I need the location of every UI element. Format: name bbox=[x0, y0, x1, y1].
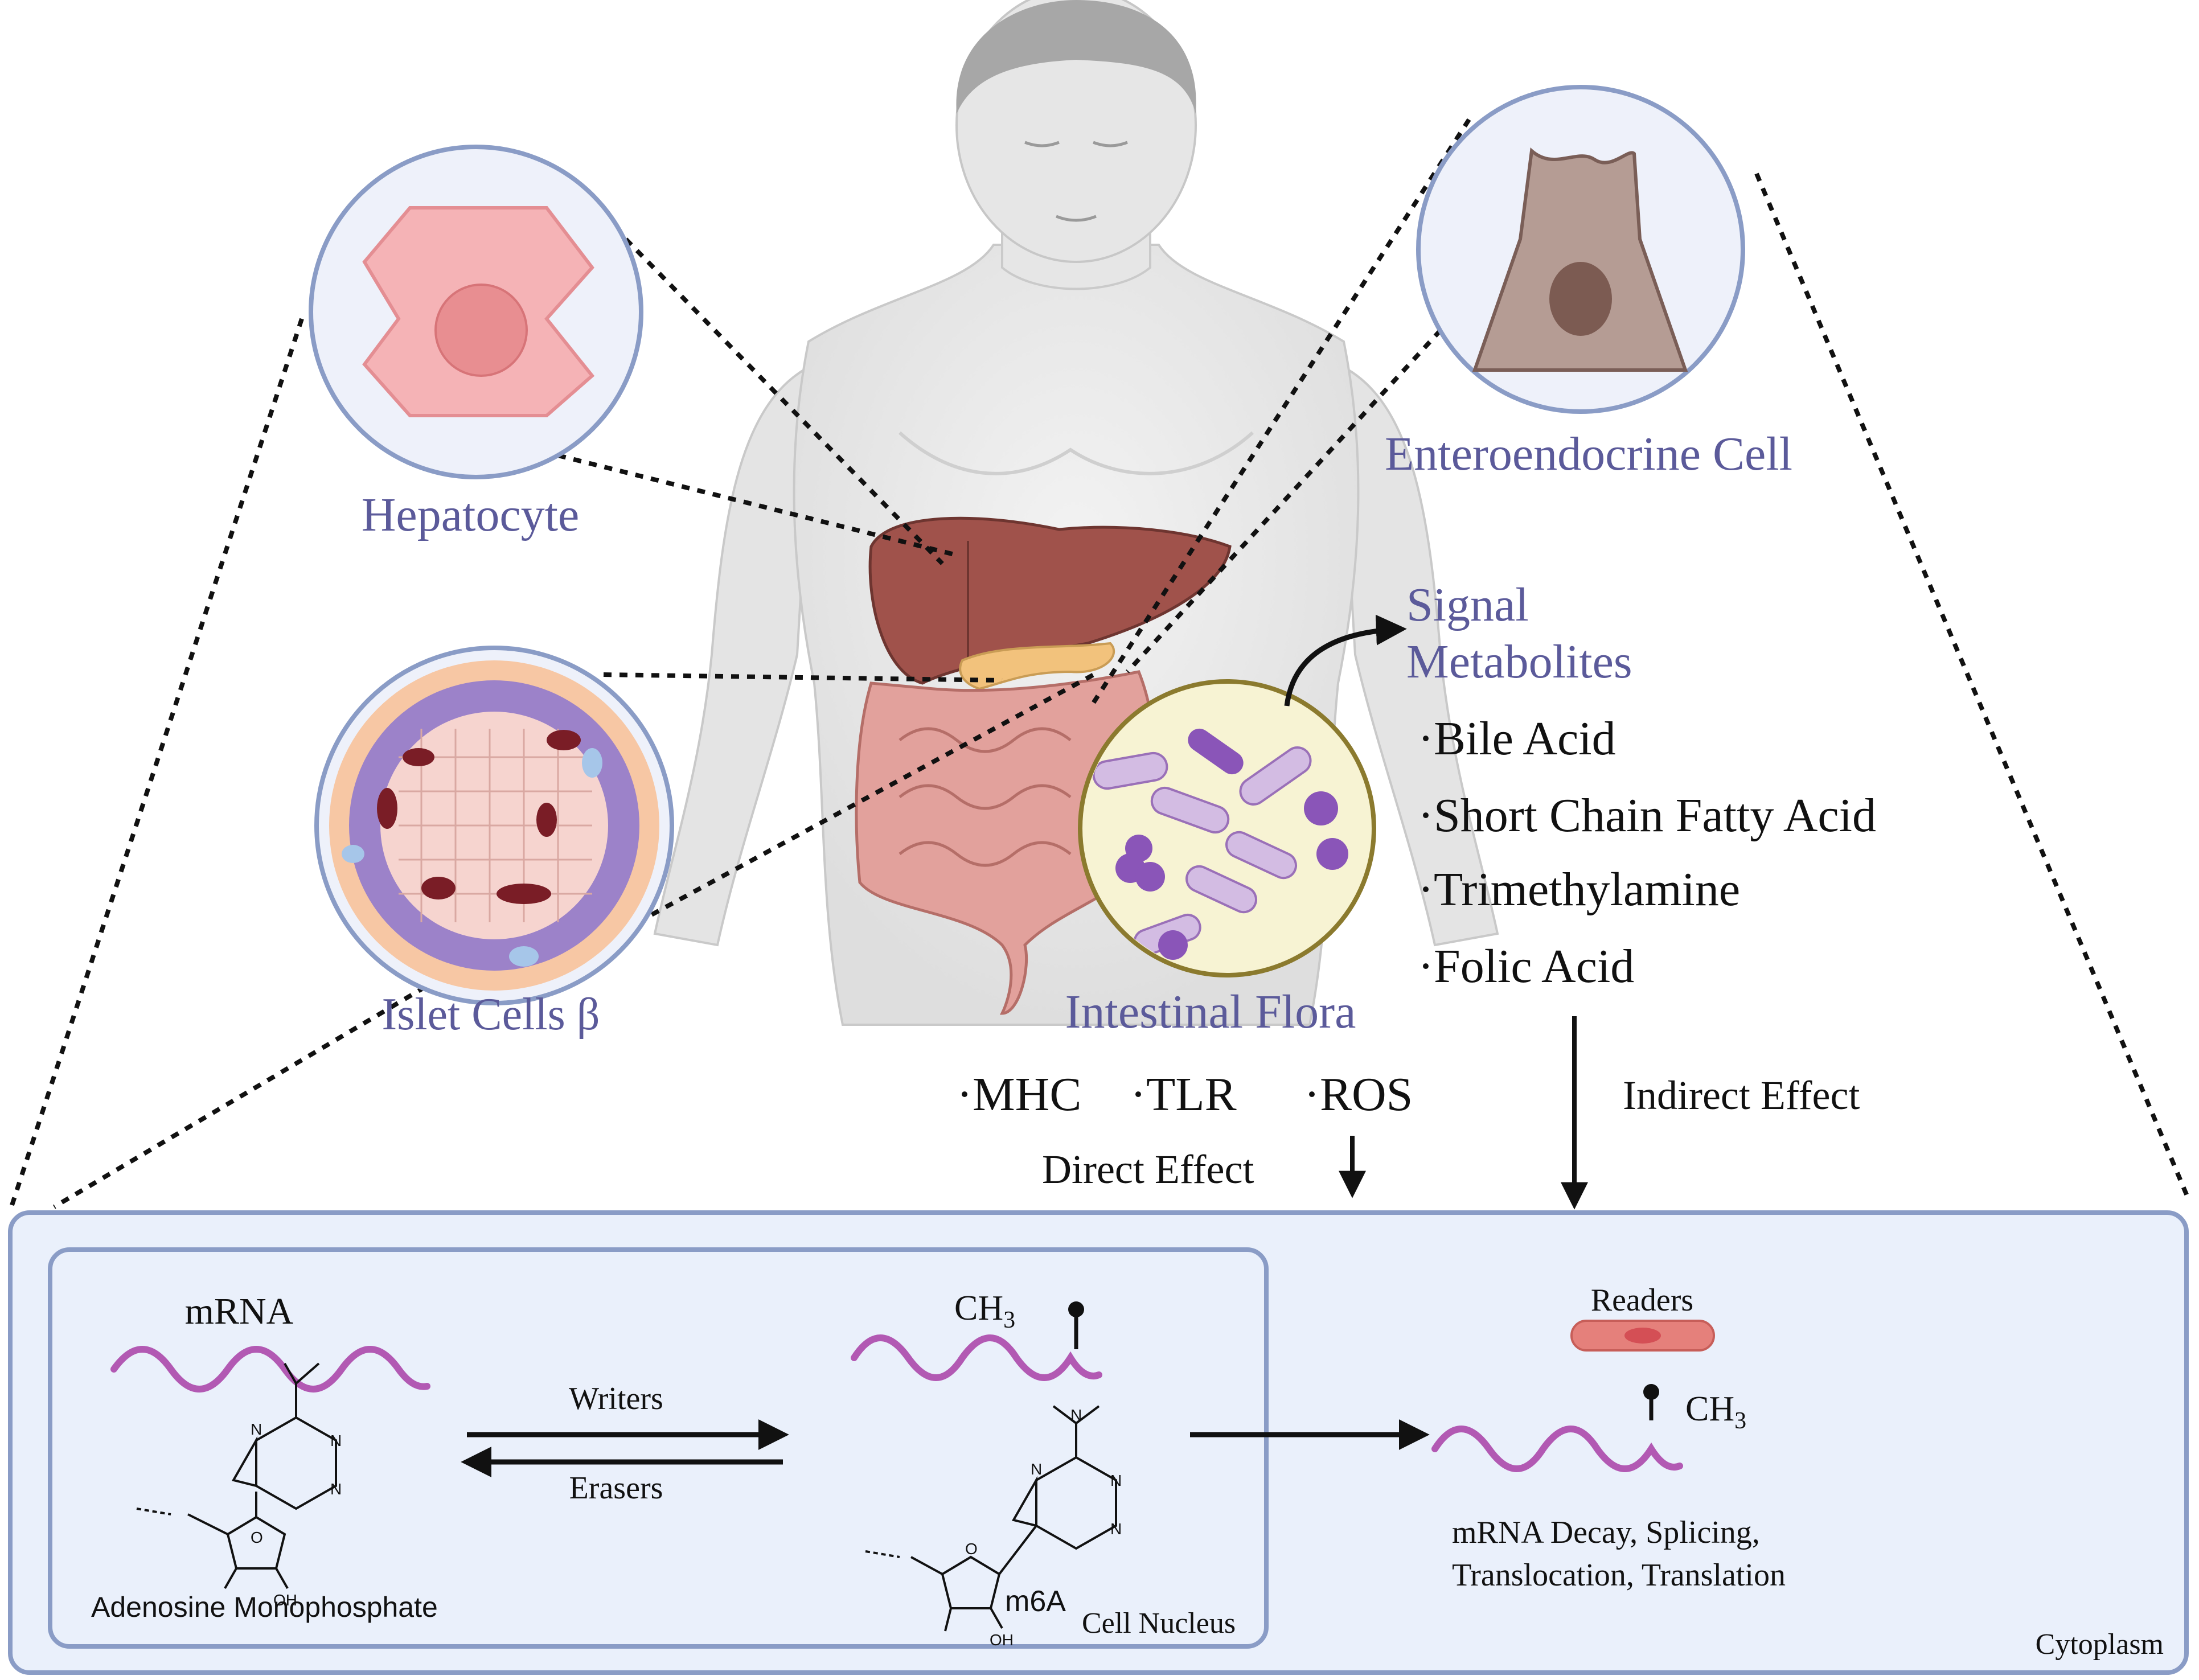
connector-lines bbox=[9, 118, 2192, 1209]
m6a-atom-n: N bbox=[1110, 1472, 1122, 1489]
amp-atom-n: N bbox=[330, 1480, 342, 1498]
hepatocyte-label: Hepatocyte bbox=[362, 488, 579, 541]
erasers-label: Erasers bbox=[569, 1470, 663, 1506]
amp-label: Adenosine Monophosphate bbox=[91, 1591, 438, 1623]
direct-effect-label: Direct Effect bbox=[1042, 1147, 1254, 1192]
writers-label: Writers bbox=[569, 1381, 663, 1416]
cytoplasm-mrna-strand bbox=[1431, 1426, 1683, 1472]
amp-atom-oh: OH bbox=[273, 1591, 297, 1609]
m6a-atom-n: N bbox=[1110, 1520, 1122, 1538]
reader-nucleus bbox=[1624, 1328, 1661, 1344]
cytoplasm-methyl-marker bbox=[1643, 1384, 1659, 1400]
m6a-atom-oh: OH bbox=[990, 1631, 1014, 1649]
cell-nucleus-label: Cell Nucleus bbox=[1082, 1607, 1236, 1640]
m6a-atom-n: N bbox=[1031, 1460, 1042, 1478]
ch3-label-nucleus: CH3 bbox=[954, 1289, 1015, 1333]
direct-factor-list: ·MHC ·TLR ·ROS bbox=[957, 1068, 1413, 1121]
signal-metabolites-title-line1: Signal bbox=[1406, 578, 1529, 631]
amp-atom-n: N bbox=[330, 1432, 342, 1449]
readers-label: Readers bbox=[1591, 1283, 1693, 1318]
cytoplasm-label: Cytoplasm bbox=[2036, 1628, 2164, 1661]
m6a-molecule bbox=[865, 1405, 1117, 1632]
m6a-atom-n: N bbox=[1070, 1406, 1082, 1424]
amp-atom-o: O bbox=[251, 1529, 263, 1546]
hepatocyte-inset bbox=[309, 145, 643, 479]
islet-label: Islet Cells β bbox=[382, 989, 600, 1040]
nucleus-box bbox=[48, 1247, 1269, 1649]
indirect-effect-label: Indirect Effect bbox=[1623, 1073, 1860, 1118]
direct-factor-item: ·ROS bbox=[1304, 1068, 1413, 1121]
metabolite-item: ·Trimethylamine bbox=[1418, 863, 1740, 916]
methyl-marker bbox=[1068, 1301, 1084, 1317]
metabolite-item: ·Bile Acid bbox=[1418, 712, 1616, 765]
amp-atom-n: N bbox=[251, 1420, 262, 1438]
enteroendocrine-label: Enteroendocrine Cell bbox=[1385, 428, 1792, 480]
flora-to-metabolites-arrow bbox=[1284, 614, 1407, 706]
intestinal-flora-label: Intestinal Flora bbox=[1065, 985, 1356, 1038]
direct-factor-item: ·TLR bbox=[1130, 1068, 1237, 1121]
metabolite-list: ·Bile Acid ·Short Chain Fatty Acid ·Trim… bbox=[1418, 712, 1876, 993]
ch3-label-cytoplasm: CH3 bbox=[1685, 1390, 1746, 1434]
intestines bbox=[855, 670, 1158, 1015]
outcome-line2: Translocation, Translation bbox=[1452, 1558, 1786, 1593]
islet-inset bbox=[314, 646, 674, 1005]
metabolite-item: ·Folic Acid bbox=[1418, 940, 1634, 993]
m6a-atom-labels: N N N N O OH bbox=[965, 1406, 1122, 1649]
direct-factor-item: ·MHC bbox=[957, 1068, 1081, 1121]
metabolite-item: ·Short Chain Fatty Acid bbox=[1418, 789, 1876, 842]
signal-metabolites-title-line2: Metabolites bbox=[1406, 635, 1632, 688]
methylated-mrna-strand bbox=[851, 1334, 1102, 1381]
amp-atom-labels: N N N O OH bbox=[251, 1420, 342, 1609]
pancreas bbox=[959, 642, 1115, 691]
flora-inset bbox=[1078, 679, 1376, 977]
m6a-label: m6A bbox=[1005, 1585, 1066, 1618]
amp-molecule bbox=[136, 1362, 337, 1589]
mrna-strand bbox=[110, 1346, 430, 1393]
m6a-atom-o: O bbox=[965, 1540, 978, 1558]
mrna-label: mRNA bbox=[185, 1291, 294, 1332]
enteroendocrine-inset bbox=[1416, 85, 1745, 414]
outcome-line1: mRNA Decay, Splicing, bbox=[1452, 1515, 1760, 1550]
